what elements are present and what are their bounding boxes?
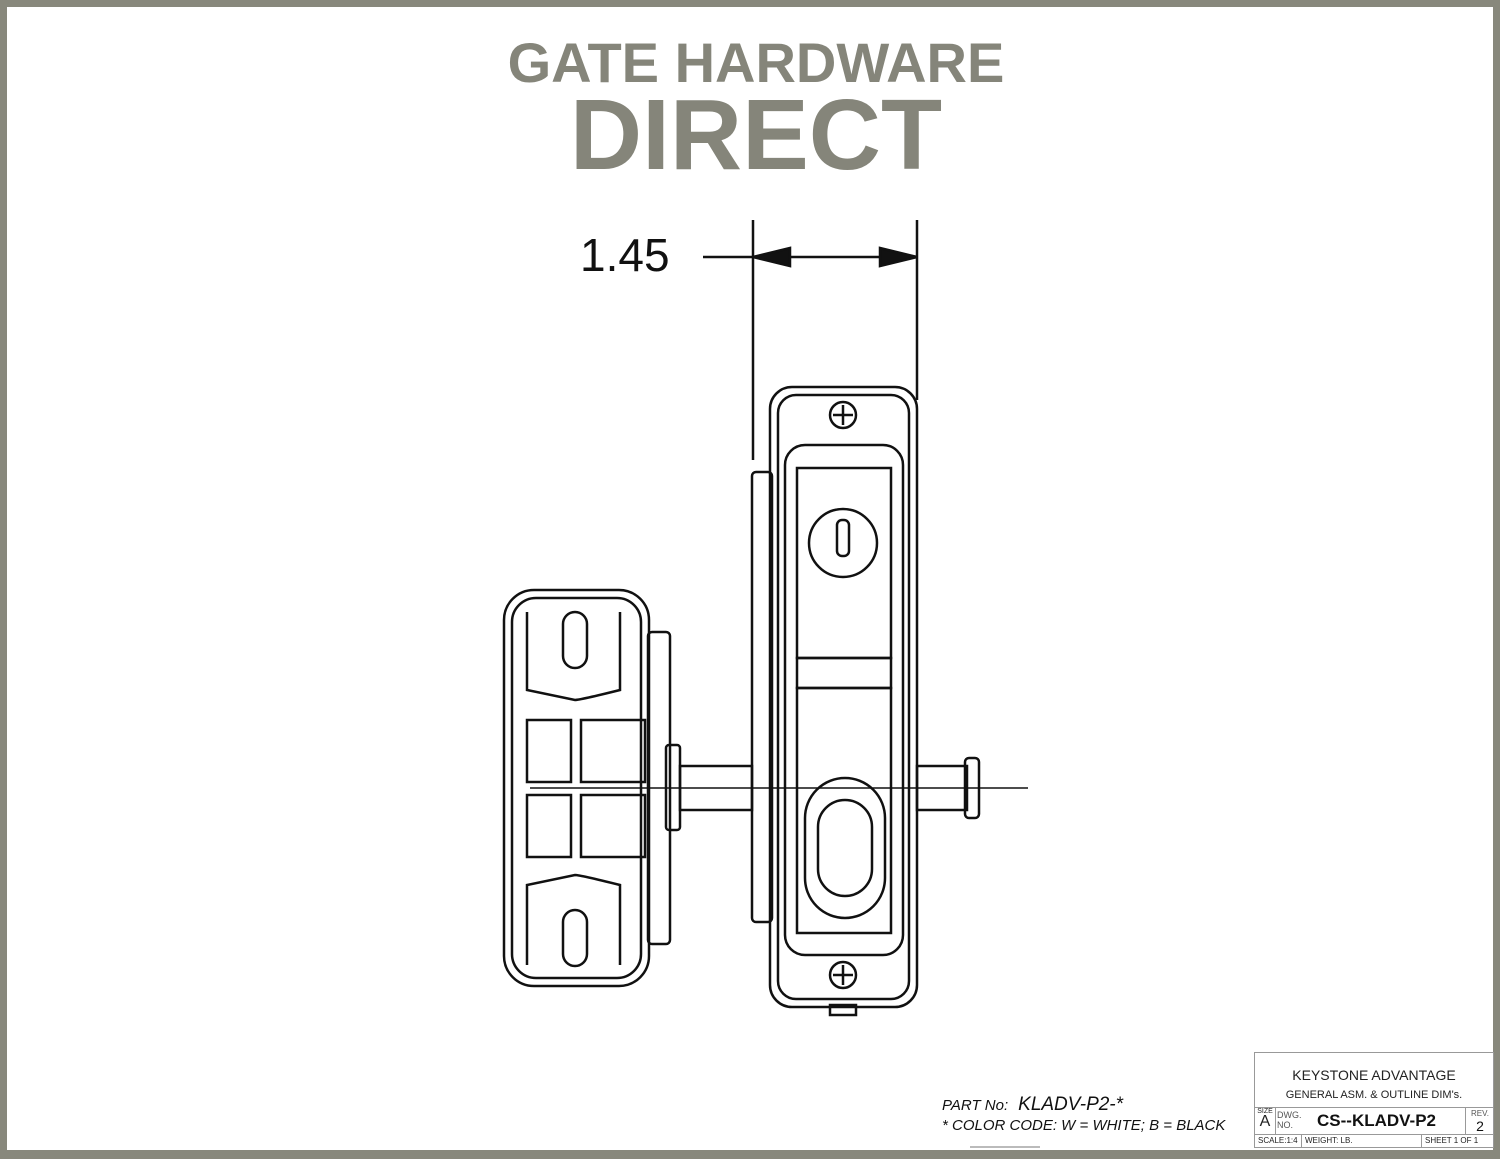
latch-body xyxy=(750,385,919,1017)
dimension-label: 1.45 xyxy=(580,229,670,281)
title-block-title: KEYSTONE ADVANTAGE xyxy=(1292,1067,1456,1083)
dimension-lines xyxy=(703,220,919,460)
title-block: KEYSTONE ADVANTAGE GENERAL ASM. & OUTLIN… xyxy=(1254,1052,1494,1148)
size-label: SIZE xyxy=(1257,1108,1273,1115)
part-number-value: KLADV-P2-* xyxy=(1018,1094,1124,1115)
knob xyxy=(502,588,672,988)
weight: WEIGHT: LB. xyxy=(1305,1136,1353,1145)
rev-label: REV. xyxy=(1471,1109,1489,1118)
dwg-label: DWG. NO. xyxy=(1277,1110,1302,1130)
keyhole-icon xyxy=(807,507,879,579)
color-code: * COLOR CODE: W = WHITE; B = BLACK xyxy=(942,1117,1226,1134)
spindle xyxy=(530,743,1028,832)
scale: SCALE:1:4 xyxy=(1258,1136,1298,1145)
drawing-sheet xyxy=(7,7,1493,1150)
size-value: A xyxy=(1259,1113,1271,1130)
divider xyxy=(970,1146,1040,1148)
rev-value: 2 xyxy=(1476,1118,1484,1134)
sheet: SHEET 1 OF 1 xyxy=(1425,1136,1479,1145)
dwg-number: CS--KLADV-P2 xyxy=(1317,1111,1437,1130)
brand-line2: DIRECT xyxy=(569,79,943,191)
brand-line1: GATE HARDWARE xyxy=(507,31,1005,94)
part-label: PART No: xyxy=(942,1097,1009,1114)
part-number: PART No: KLADV-P2-* xyxy=(942,1094,1123,1116)
title-block-subtitle: GENERAL ASM. & OUTLINE DIM's. xyxy=(1285,1089,1463,1101)
